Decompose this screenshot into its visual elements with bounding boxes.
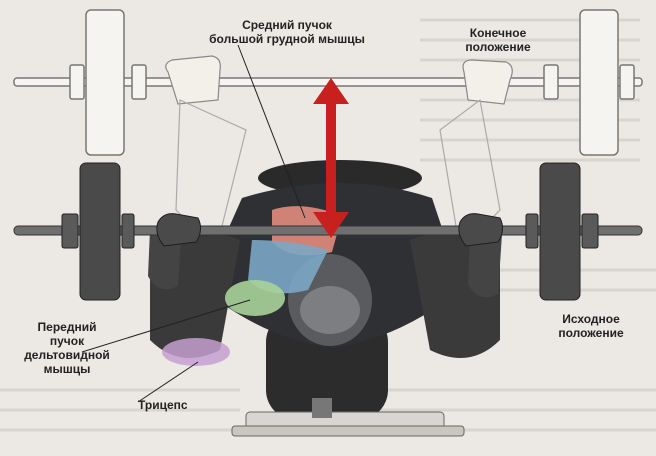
lifter-body (148, 160, 502, 358)
start-position-label: Исходное положение (558, 312, 624, 340)
leader-lines (81, 44, 306, 403)
movement-arrow (313, 78, 349, 238)
front-deltoid-label: Передний пучок дельтовидной мышцы (24, 320, 110, 376)
front-deltoid-muscle (225, 280, 285, 316)
mid-chest-muscle (248, 240, 328, 294)
end-position-arms (165, 55, 513, 252)
end-position-label: Конечное положение (465, 26, 531, 54)
hands (156, 213, 504, 247)
upper-chest-label: Средний пучок большой грудной мышцы (209, 18, 365, 46)
triceps-muscle (162, 338, 230, 366)
triceps-label: Трицепс (138, 398, 188, 412)
